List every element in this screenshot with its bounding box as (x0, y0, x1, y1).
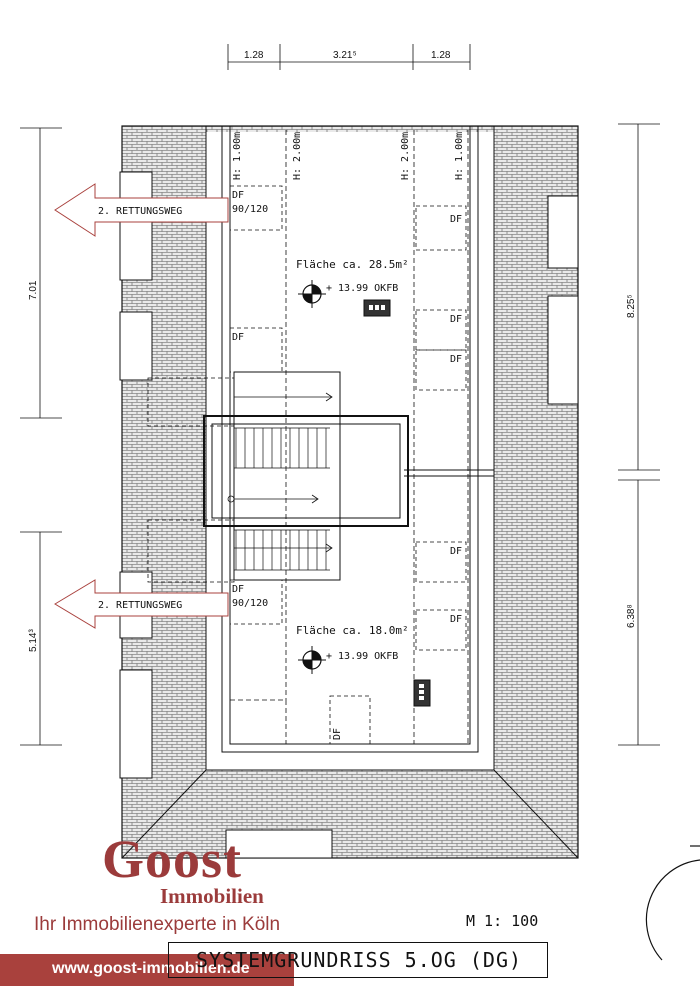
vent-icon (413, 679, 431, 707)
room-upper-level: + 13.99 OKFB (326, 283, 398, 294)
north-arrow-icon (645, 845, 700, 961)
level-marker-icon (298, 646, 326, 674)
df-size-label: 90/120 (232, 204, 268, 215)
df-size-label: 90/120 (232, 598, 268, 609)
url-bar (0, 954, 294, 986)
df-label: DF (332, 728, 343, 740)
escape-route-label: 2. RETTUNGSWEG (98, 206, 182, 217)
escape-route-label: 2. RETTUNGSWEG (98, 600, 182, 611)
df-label: DF (450, 614, 462, 625)
dim-right-1: 8.25⁵ (626, 294, 637, 318)
df-label: DF (232, 584, 244, 595)
dim-top-3: 1.28 (431, 50, 451, 61)
df-label: DF (450, 314, 462, 325)
dim-left-2: 5.14³ (28, 629, 39, 652)
room-upper-area: Fläche ca. 28.5m² (296, 258, 409, 271)
roof-windows (229, 185, 467, 745)
dimension-top (227, 44, 471, 70)
website-link[interactable]: www.goost-immobilien.de (52, 960, 250, 977)
dimension-left (20, 127, 62, 746)
dim-right-2: 6.38⁸ (626, 604, 637, 628)
dimension-right (618, 123, 660, 746)
logo-tagline: Ihr Immobilienexperte in Köln (34, 914, 281, 935)
logo-immobilien: Immobilien (160, 884, 264, 908)
level-marker-icon (298, 280, 326, 308)
df-label: DF (232, 190, 244, 201)
height-label-4: H: 1.00m (454, 132, 465, 180)
vent-icon (363, 299, 391, 317)
room-lower-level: + 13.99 OKFB (326, 651, 398, 662)
df-label: DF (450, 546, 462, 557)
height-label-3: H: 2.00m (400, 132, 411, 180)
df-label: DF (450, 354, 462, 365)
room-lower-area: Fläche ca. 18.0m² (296, 624, 409, 637)
height-label-1: H: 1.00m (232, 132, 243, 180)
scale-label: M 1: 100 (466, 912, 539, 930)
df-label: DF (450, 214, 462, 225)
df-label: DF (232, 332, 244, 343)
exterior-walls (121, 125, 579, 859)
escape-route-arrow (54, 183, 229, 629)
plan-title: SYSTEMGRUNDRISS 5.OG (DG) (196, 948, 523, 972)
title-box (168, 942, 548, 978)
logo-goost: Goost (102, 829, 242, 889)
dim-top-2: 3.21⁵ (333, 50, 357, 61)
stairwell (147, 371, 409, 583)
dim-top-1: 1.28 (244, 50, 264, 61)
dim-left-1: 7.01 (28, 280, 39, 300)
height-label-2: H: 2.00m (292, 132, 303, 180)
